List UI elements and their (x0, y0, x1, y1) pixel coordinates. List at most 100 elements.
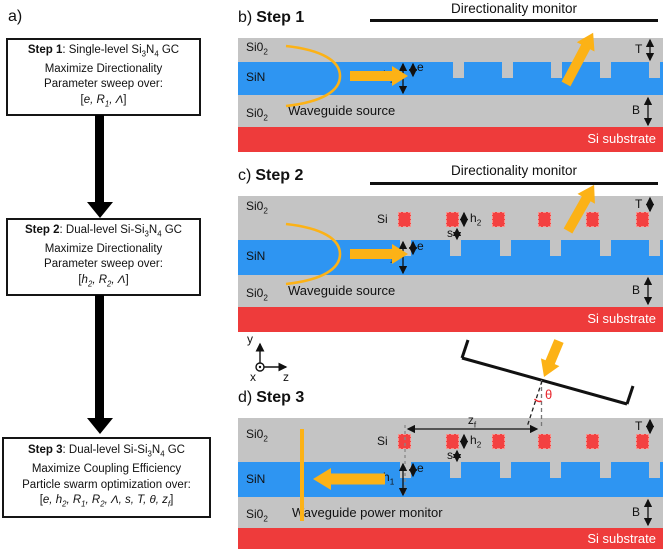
step3-params: [e, h2, R1, R2, Λ, s, T, θ, zf] (39, 494, 174, 509)
grating-slot (600, 462, 611, 478)
fiber-left-tick (460, 339, 470, 359)
step3-title: Step 3: Dual-level Si-Si3N4 GC (28, 444, 185, 459)
si-block (586, 434, 599, 449)
directionality-monitor-line-b (370, 19, 658, 22)
e-dim-label-d: e (417, 461, 424, 475)
si-substrate-label-c: Si substrate (587, 311, 656, 326)
grating-slot (649, 240, 660, 256)
si-block (492, 434, 505, 449)
si-block (636, 434, 649, 449)
t-dim-label-c: T (635, 197, 643, 211)
flow-arrow-1-shaft (95, 115, 104, 203)
sio2-bottom-label-b: Si02 (246, 106, 268, 123)
waveguide-source-label-c: Waveguide source (288, 283, 396, 298)
grating-slot (500, 462, 511, 478)
grating-slot (600, 62, 611, 78)
directionality-monitor-line-c (370, 182, 658, 185)
sio2-top-label-c: Si02 (246, 199, 268, 216)
h2-dim-label-c: h2 (470, 211, 482, 228)
s-dim-label-c: s (447, 226, 453, 240)
theta-angle-label: θ (545, 387, 553, 402)
directionality-monitor-label-c: Directionality monitor (450, 163, 578, 178)
sin-label-d: SiN (246, 472, 266, 486)
si-block (538, 434, 551, 449)
b-dim-label-c: B (632, 283, 641, 297)
waveguide-source-label-b: Waveguide source (288, 103, 396, 118)
grating-slot (450, 240, 461, 256)
sin-label-b: SiN (246, 70, 266, 84)
panel-a-label: a) (8, 8, 23, 25)
step2-params: [h2, R2, Λ] (78, 273, 129, 288)
grating-slot (649, 62, 660, 78)
step2-title: Step 2: Dual-level Si-Si3N4 GC (25, 223, 182, 238)
panel-b-label: b)Step 1 (238, 9, 305, 26)
sin-label-c: SiN (246, 249, 266, 263)
si-block (636, 212, 649, 227)
waveguide-power-monitor-label: Waveguide power monitor (292, 505, 443, 520)
step3-method: Particle swarm optimization over: (22, 478, 191, 491)
grating-slot (400, 462, 411, 478)
panel-d-label: d)Step 3 (238, 389, 305, 406)
grating-slot (502, 62, 513, 78)
grating-slot (453, 62, 464, 78)
step1-title: Step 1: Single-level Si3N4 GC (27, 43, 180, 58)
fiber-input-arrow (540, 339, 564, 378)
si-block (398, 434, 411, 449)
step1-params: [e, R1, Λ] (80, 93, 127, 108)
grating-slot (450, 462, 461, 478)
substrate-layer-d (238, 528, 663, 549)
h1-dim-label-d: h1 (383, 470, 395, 487)
grating-slot (551, 62, 562, 78)
grating-slot (550, 462, 561, 478)
theta-angle-arc (533, 398, 542, 403)
box-oxide-layer-d (238, 497, 663, 528)
si-block (492, 212, 505, 227)
top-oxide-layer-b (238, 38, 663, 62)
x-axis-out-of-plane-icon (255, 362, 265, 372)
grating-slot (500, 240, 511, 256)
flowchart-box-step2: Step 2: Dual-level Si-Si3N4 GC Maximize … (6, 218, 201, 296)
axis-y-label: y (247, 332, 253, 346)
step3-goal: Maximize Coupling Efficiency (31, 463, 182, 475)
si-block (446, 212, 459, 227)
grating-slot (550, 240, 561, 256)
substrate-layer-c (238, 307, 663, 332)
coordinate-axes (255, 342, 288, 372)
si-substrate-label-b: Si substrate (587, 131, 656, 146)
h1-dim-label-b: h1 (383, 68, 395, 85)
grating-slot (600, 240, 611, 256)
e-dim-label-c: e (417, 239, 424, 253)
step2-method: Parameter sweep over: (44, 258, 163, 270)
si-block (446, 434, 459, 449)
x-axis-dot (258, 365, 262, 369)
s-dim-label-d: s (447, 448, 453, 462)
step1-goal: Maximize Directionality (44, 62, 163, 75)
si-block (398, 212, 411, 227)
flow-arrow-2-head (87, 418, 113, 434)
flow-arrow-1-head (87, 202, 113, 218)
grating-slot (400, 240, 411, 256)
si-label-c: Si (377, 212, 388, 226)
si-block (586, 212, 599, 227)
step2-goal: Maximize Directionality (44, 242, 163, 255)
b-dim-label-b: B (632, 103, 641, 117)
h2-dim-label-d: h2 (470, 433, 482, 450)
substrate-layer-b (238, 127, 663, 152)
zf-dim-label: zf (467, 413, 477, 430)
flow-arrow-2-shaft (95, 295, 104, 419)
step1-method: Parameter sweep over: (44, 78, 163, 90)
sio2-top-label-b: Si02 (246, 40, 268, 57)
t-dim-label-b: T (635, 42, 643, 56)
fiber-right-tick (625, 385, 635, 405)
axis-z-label: z (283, 370, 289, 384)
si-block (538, 212, 551, 227)
sio2-bottom-label-d: Si02 (246, 507, 268, 524)
axis-x-label: x (250, 370, 256, 384)
sio2-bottom-label-c: Si02 (246, 286, 268, 303)
flowchart-box-step3: Step 3: Dual-level Si-Si3N4 GC Maximize … (2, 437, 211, 518)
sio2-top-label-d: Si02 (246, 427, 268, 444)
si-substrate-label-d: Si substrate (587, 531, 656, 546)
directionality-monitor-label-b: Directionality monitor (450, 1, 578, 16)
h1-dim-label-c: h1 (383, 248, 395, 265)
